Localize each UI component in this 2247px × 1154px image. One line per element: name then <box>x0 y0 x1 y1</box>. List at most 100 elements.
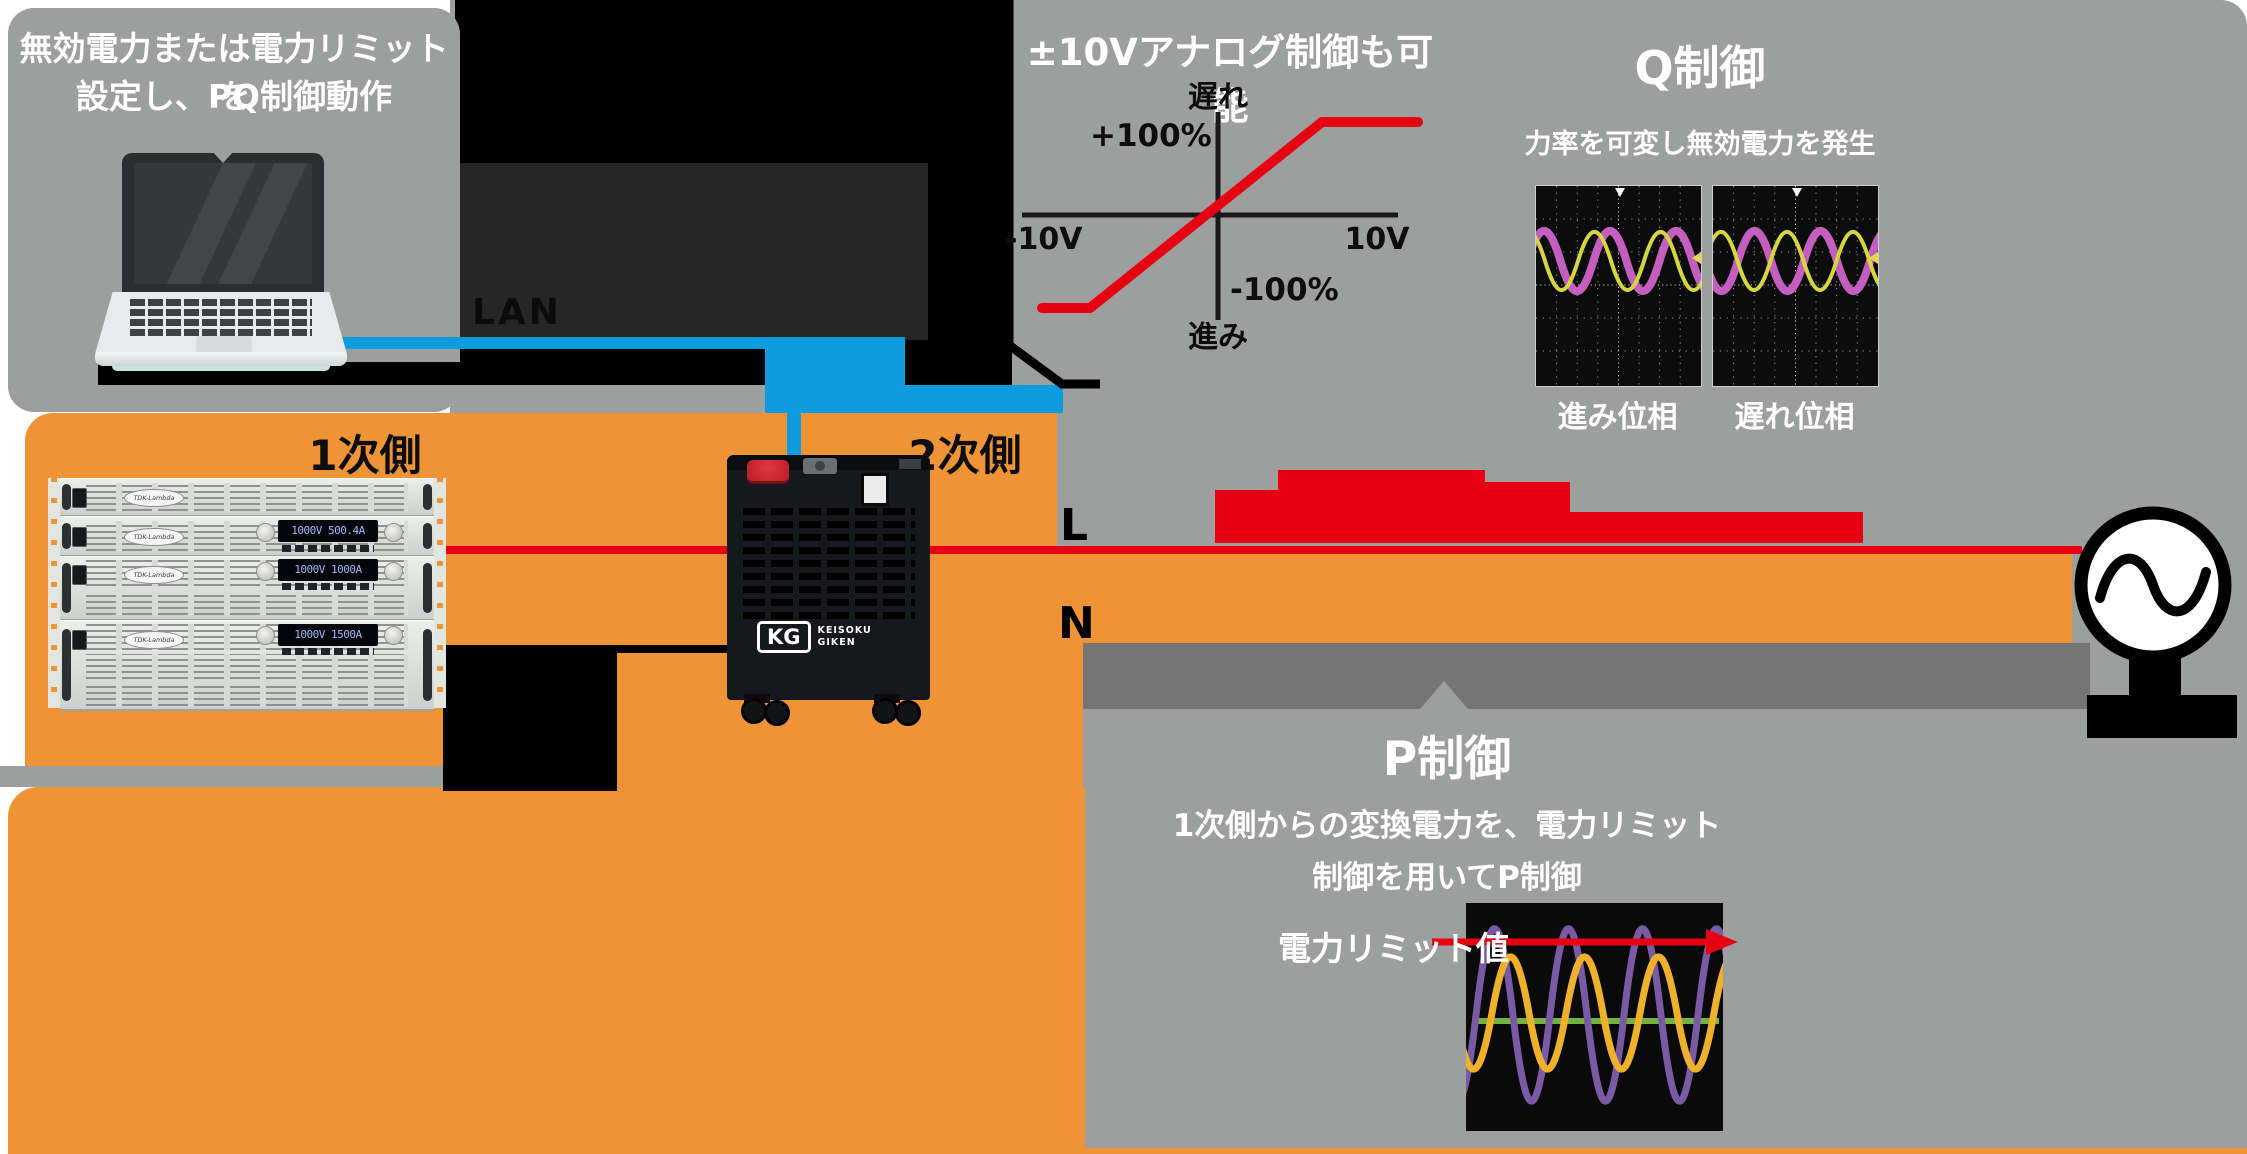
p-section-desc1: 1次側からの変換電力を、電力リミット <box>1172 808 1722 844</box>
psu-brand-badge: TDK-Lambda <box>124 489 184 507</box>
psu-brand-badge: TDK-Lambda <box>124 631 184 649</box>
emergency-stop-button <box>747 460 789 484</box>
converter-terminal <box>803 458 837 474</box>
rack-rail-right <box>434 478 446 708</box>
psu-handle <box>62 484 71 510</box>
minus10v-label: -10V <box>1005 222 1083 257</box>
gray-gap-strip <box>0 766 443 787</box>
psu-knob <box>384 562 403 581</box>
psu-brand-badge: TDK-Lambda <box>124 566 184 584</box>
psu-handle <box>423 629 432 701</box>
rack-rail-holes <box>437 478 443 708</box>
psu-handle <box>423 523 432 549</box>
converter-power-switch <box>861 473 889 506</box>
dark-background-region <box>455 163 928 340</box>
power-flow-bar <box>1215 470 1863 543</box>
psu-handle <box>62 523 71 549</box>
power-limit-label: 電力リミット値 <box>1278 929 1509 968</box>
wire-n-label: N <box>1058 598 1095 649</box>
psu-unit-2: TDK-Lambda 1000V 500.4A <box>60 516 434 557</box>
minus100-label: -100% <box>1230 272 1339 308</box>
psu-knob <box>384 523 403 542</box>
voltage-wave-yellow <box>1536 229 1701 293</box>
plus10v-label: 10V <box>1344 222 1410 257</box>
primary-power-supply-rack: TDK-Lambda TDK-Lambda 1000V 500.4A TDK-L… <box>48 478 446 711</box>
q-section-title: Q制御 <box>1634 41 1766 95</box>
psu-handle <box>423 563 432 613</box>
caster-wheel <box>764 700 790 726</box>
analog-curve <box>1037 117 1423 313</box>
scope-lead-phase <box>1535 185 1702 387</box>
caster-wheel <box>895 700 921 726</box>
laptop-keyboard <box>130 298 312 336</box>
psu-power-switch <box>72 630 87 650</box>
psu-vents <box>86 654 408 679</box>
kg-logo: KG KEISOKU GIKEN <box>757 621 872 653</box>
psu-buttons <box>282 583 374 590</box>
psu-buttons <box>282 648 374 655</box>
kg-logo-name: KEISOKU GIKEN <box>818 625 872 649</box>
kg-logo-initials: KG <box>757 621 811 653</box>
converter-vents <box>743 507 915 619</box>
dark-gray-band <box>1083 643 2090 709</box>
lan-cable-band <box>765 385 1063 413</box>
orange-wire-corridor <box>1057 553 2072 643</box>
lan-cable-horizontal <box>340 337 770 349</box>
lag-axis-label: 遅れ <box>1188 80 1248 115</box>
laptop-trackpad <box>196 336 252 353</box>
rack-rail-left <box>48 478 60 708</box>
level-marker-icon <box>1692 252 1701 264</box>
psu-handle <box>62 629 71 701</box>
psu-power-switch <box>72 527 87 547</box>
psu-knob <box>256 523 275 542</box>
psu-unit-4: TDK-Lambda 1000V 1500A <box>60 620 434 711</box>
bottom-orange-zone <box>8 787 1085 1154</box>
psu-vents <box>86 591 408 615</box>
power-limit-arrow <box>1432 929 1738 955</box>
psu-power-switch <box>72 488 87 508</box>
psu-handle <box>423 484 432 510</box>
black-junction-box <box>443 645 617 791</box>
pq-callout-line1: 無効電力または電力リミットを <box>19 29 449 116</box>
scope-lag-phase <box>1712 185 1879 387</box>
psu-buttons <box>282 545 374 552</box>
lan-label: LAN <box>472 292 562 333</box>
kg-logo-name-line2: GIKEN <box>817 637 856 648</box>
q-section-subtitle: 力率を可変し無効電力を発生 <box>1524 129 1876 160</box>
psu-knob <box>256 626 275 645</box>
ac-source-base <box>2087 695 2237 738</box>
current-wave-magenta <box>1536 226 1701 296</box>
kg-logo-name-line1: KEISOKU <box>817 625 872 637</box>
psu-knob <box>384 626 403 645</box>
analog-transfer-graph <box>1022 112 1423 320</box>
limited-wave-yellow <box>1466 953 1723 1073</box>
lan-cable-drop <box>787 405 801 460</box>
wire-l-red <box>442 546 2082 554</box>
psu-display: 1000V 1500A <box>278 624 378 646</box>
terminal-bolt <box>815 461 825 471</box>
p-section-title: P制御 <box>1382 732 1512 787</box>
p-callout-pointer <box>1420 681 1468 709</box>
primary-side-label: 1次側 <box>308 431 422 480</box>
laptop-base <box>95 352 347 366</box>
p-section-desc2: 制御を用いてP制御 <box>1312 860 1582 896</box>
bottom-orange-strip <box>1085 1148 2247 1154</box>
pq-callout-line2: 設定し、PQ制御動作 <box>75 77 393 116</box>
psu-power-switch <box>72 565 87 585</box>
psu-unit-3: TDK-Lambda 1000V 1000A <box>60 556 434 621</box>
psu-display: 1000V 1000A <box>278 559 378 581</box>
analog-callout-title: ±10Vアナログ制御も可能 <box>1026 31 1434 128</box>
psu-unit-1: TDK-Lambda <box>60 478 434 517</box>
psu-knob <box>256 562 275 581</box>
limit-arrow-head-icon <box>1706 929 1738 955</box>
ac-source-sine-icon <box>2095 553 2211 617</box>
psu-handle <box>62 563 71 613</box>
kg-converter-device: KG KEISOKU GIKEN <box>727 455 930 700</box>
scope-lag-label: 遅れ位相 <box>1734 400 1855 435</box>
level-marker-icon <box>1869 252 1878 264</box>
psu-display: 1000V 500.4A <box>278 520 378 542</box>
rack-rail-holes <box>51 478 57 708</box>
callout-border-line <box>1004 0 1100 389</box>
